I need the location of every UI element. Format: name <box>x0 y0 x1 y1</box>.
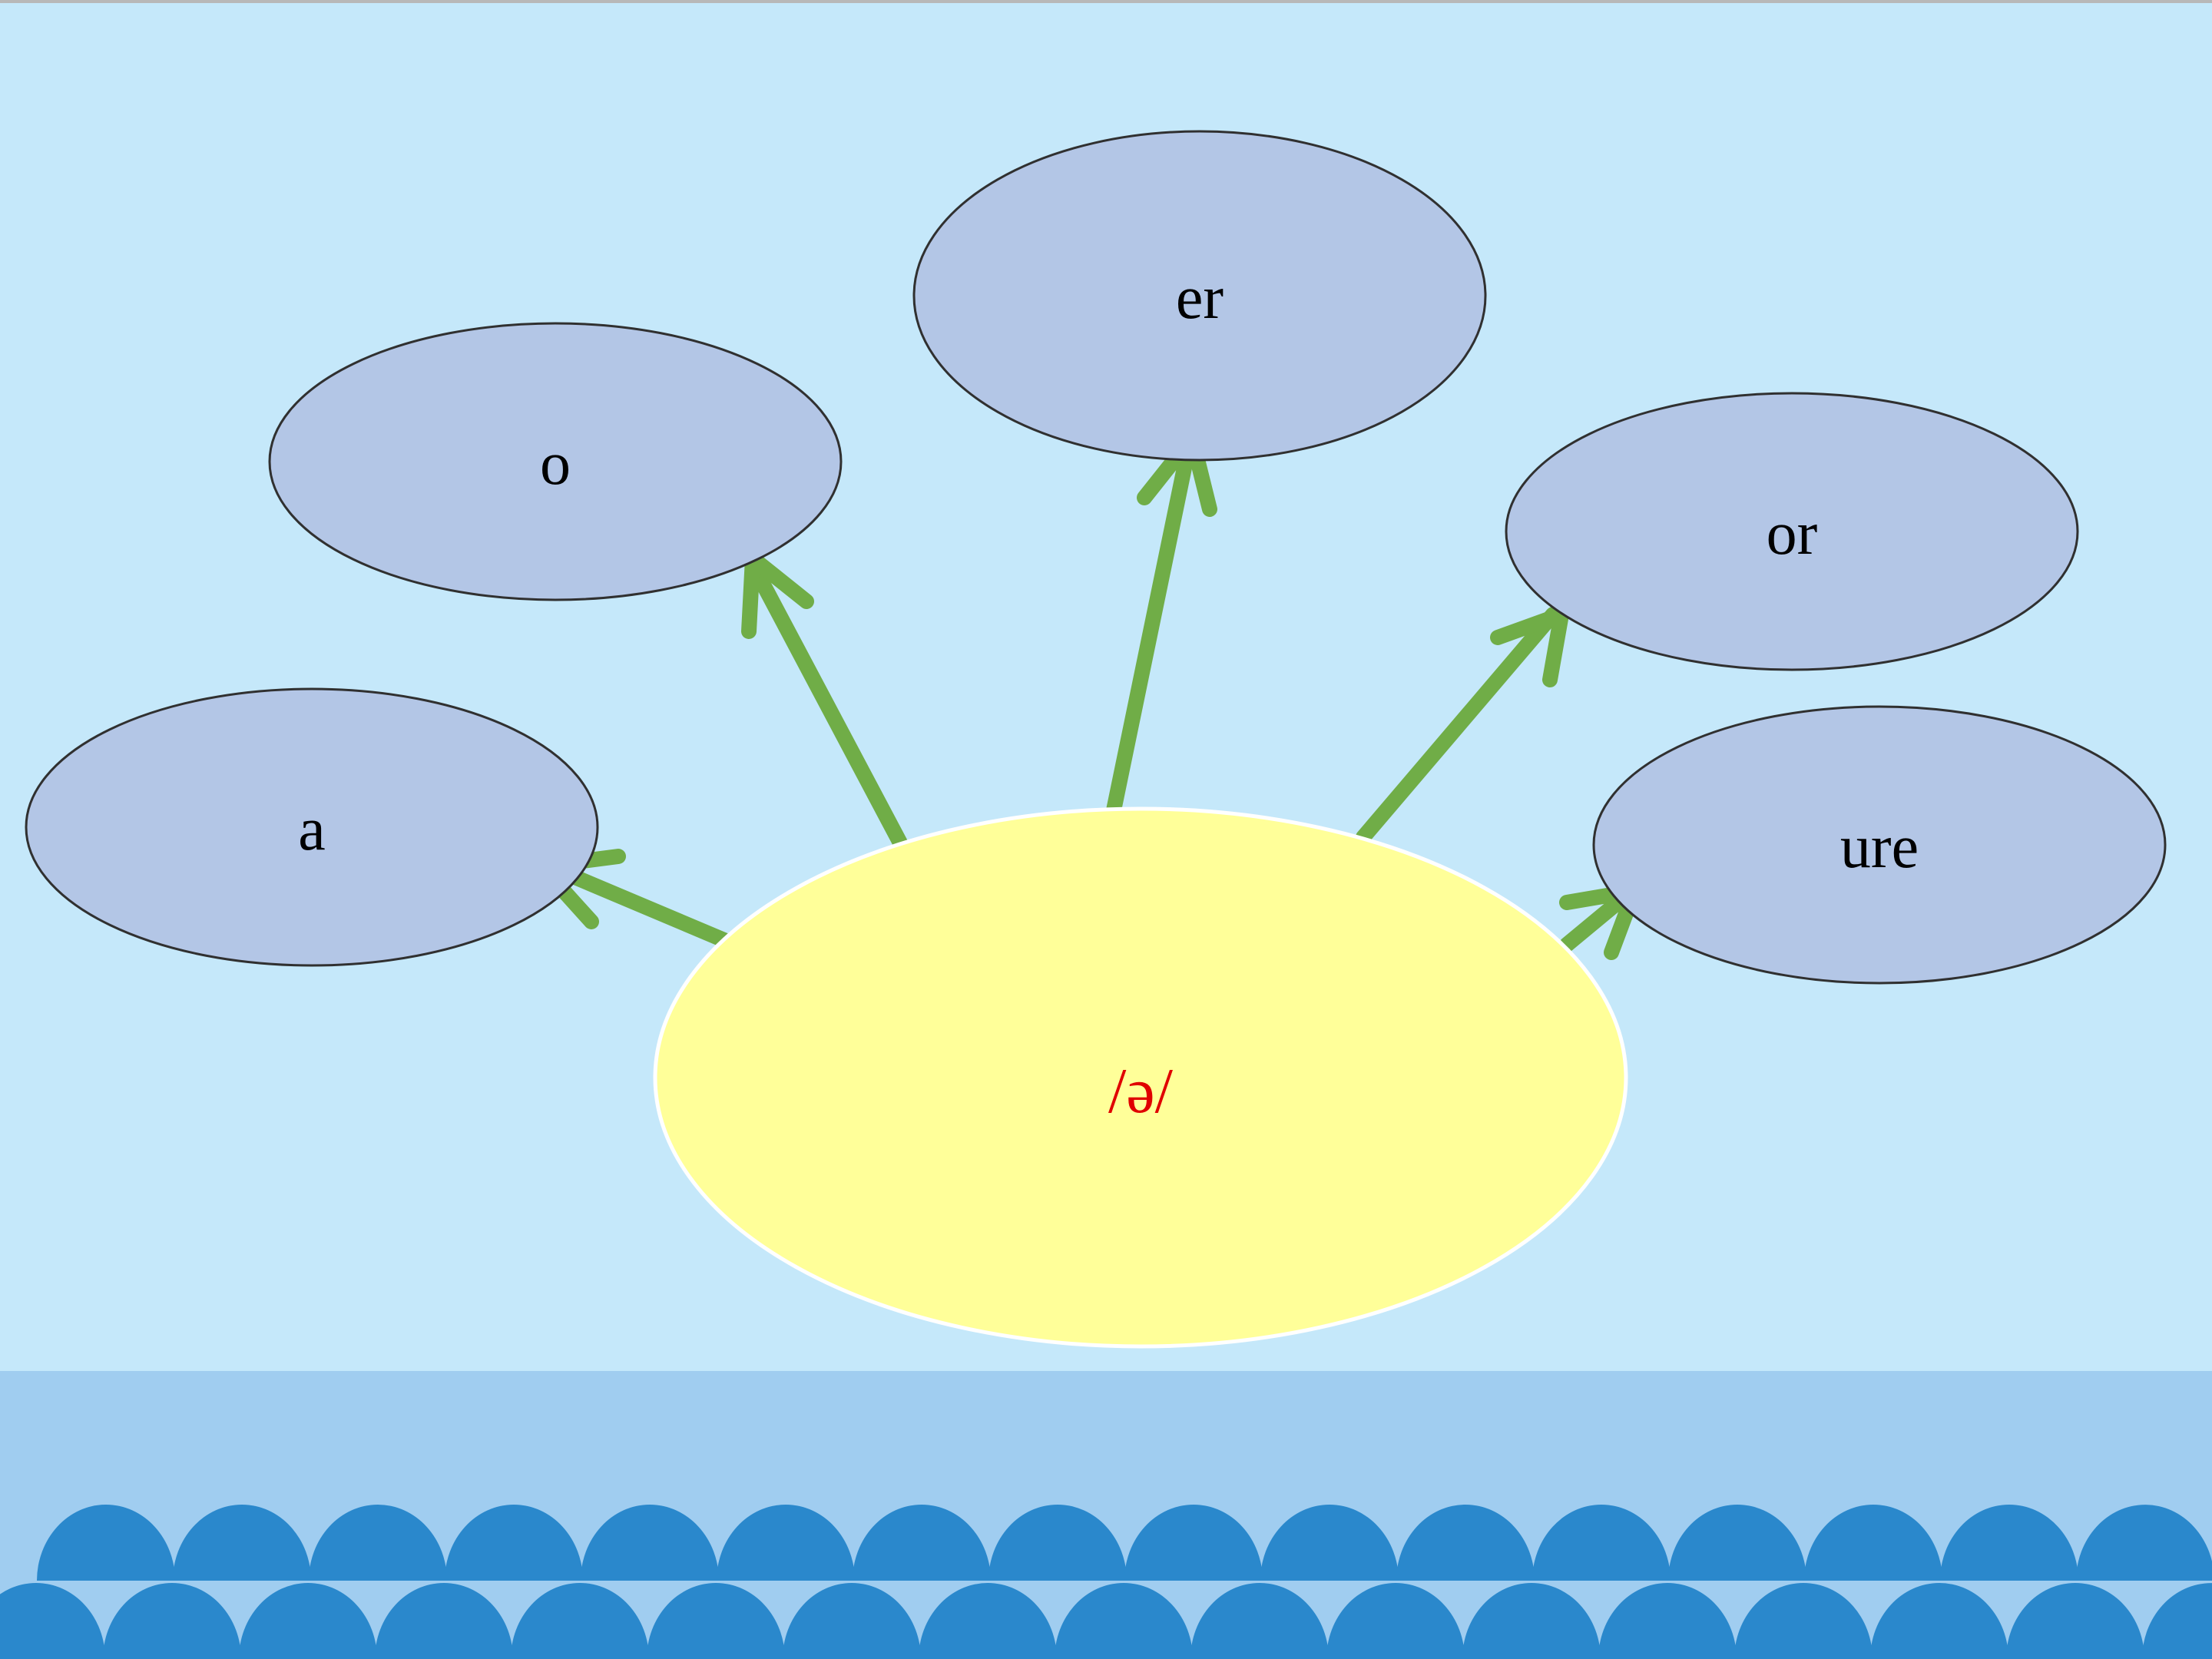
wave-scallop <box>1598 1583 1737 1659</box>
node-er: er <box>912 130 1487 462</box>
node-a-label: a <box>298 796 326 863</box>
node-ure-label: ure <box>1840 813 1919 881</box>
wave-scallop <box>1124 1505 1263 1581</box>
center-node-label: /ə/ <box>1108 1055 1174 1127</box>
wave-scallop <box>2142 1583 2212 1659</box>
wave-scallop <box>309 1505 447 1581</box>
waves-bottom-row <box>0 1583 2212 1659</box>
wave-scallop <box>647 1583 785 1659</box>
wave-scallop <box>0 1583 105 1659</box>
node-or: or <box>1505 392 2079 671</box>
wave-scallop <box>988 1505 1127 1581</box>
wave-scallop <box>1326 1583 1465 1659</box>
wave-scallop <box>2006 1583 2144 1659</box>
wave-scallop <box>1940 1505 2078 1581</box>
top-border-line <box>0 0 2212 3</box>
wave-scallop <box>239 1583 377 1659</box>
wave-scallop <box>717 1505 855 1581</box>
wave-scallop <box>1462 1583 1601 1659</box>
center-node: /ə/ <box>653 806 1628 1349</box>
wave-scallop <box>1055 1583 1193 1659</box>
node-er-label: er <box>1176 264 1224 332</box>
wave-scallop <box>103 1583 241 1659</box>
wave-scallop <box>1734 1583 1873 1659</box>
node-or-label: or <box>1767 500 1818 568</box>
node-ure: ure <box>1592 705 2167 985</box>
wave-scallop <box>375 1583 513 1659</box>
wave-scallop <box>445 1505 583 1581</box>
wave-scallop <box>1870 1583 2008 1659</box>
wave-scallop <box>581 1505 719 1581</box>
node-o-label: o <box>540 430 571 498</box>
wave-scallop <box>37 1505 175 1581</box>
wave-scallop <box>1260 1505 1399 1581</box>
wave-scallop <box>919 1583 1057 1659</box>
wave-scallop <box>1190 1583 1329 1659</box>
wave-scallop <box>511 1583 649 1659</box>
wave-scallop <box>2076 1505 2212 1581</box>
node-a: a <box>25 687 599 967</box>
wave-scallop <box>173 1505 311 1581</box>
wave-scallop <box>1804 1505 1942 1581</box>
waves-top-row <box>37 1505 2212 1581</box>
wave-scallop <box>783 1583 921 1659</box>
node-o: o <box>268 322 843 601</box>
wave-scallop <box>1668 1505 1806 1581</box>
wave-scallop <box>1396 1505 1535 1581</box>
wave-scallop <box>1532 1505 1671 1581</box>
wave-scallop <box>853 1505 991 1581</box>
